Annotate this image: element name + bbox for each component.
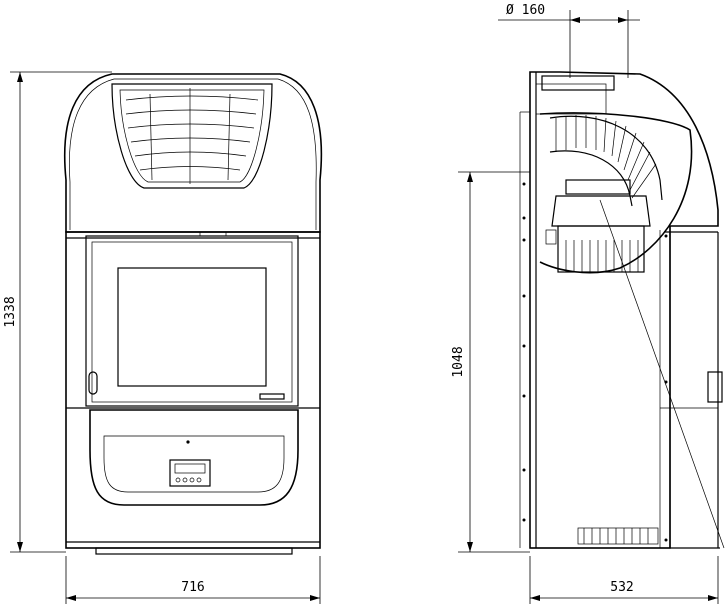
front-width-dimension <box>65 556 321 604</box>
side-body-outline <box>529 71 719 549</box>
brand-badge-icon <box>259 393 285 400</box>
grille-louvers <box>125 88 259 184</box>
side-depth-dimension <box>529 556 719 604</box>
front-door-frame <box>85 235 299 407</box>
front-hood-outline <box>63 73 323 233</box>
flue-diameter-dimension <box>498 10 640 78</box>
side-knob-icon <box>707 371 723 403</box>
front-control-panel <box>89 409 299 506</box>
front-height-label: 1338 <box>3 296 18 327</box>
flue-diameter-label: Ø 160 <box>506 3 545 18</box>
bottom-vent-icon <box>577 527 659 545</box>
side-height-dimension <box>458 171 530 553</box>
front-base <box>95 547 293 555</box>
flexible-hose-icon <box>549 115 663 207</box>
front-body <box>65 231 321 549</box>
front-hood-inner <box>69 78 317 230</box>
side-depth-label: 532 <box>610 580 633 595</box>
fan-unit-icon <box>545 179 651 273</box>
front-grille <box>111 83 273 189</box>
front-door-glass <box>117 267 267 387</box>
front-view <box>63 73 323 555</box>
control-display <box>169 459 211 487</box>
front-height-dimension <box>10 71 112 553</box>
side-cutaway-outline <box>539 112 693 274</box>
control-buttons-icon <box>175 477 202 483</box>
door-latch-icon <box>88 371 98 395</box>
side-height-label: 1048 <box>451 346 466 377</box>
side-view <box>519 71 725 549</box>
front-width-label: 716 <box>181 580 204 595</box>
leader-line <box>599 199 725 549</box>
